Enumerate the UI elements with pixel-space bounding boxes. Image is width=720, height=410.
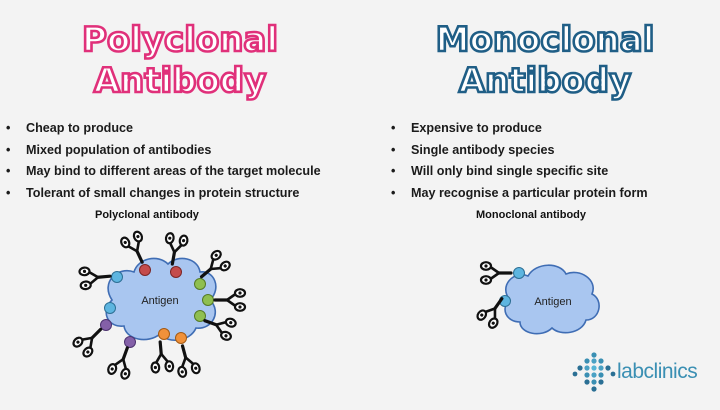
labclinics-logo: labclinics <box>572 352 712 394</box>
epitope-marker <box>139 264 151 276</box>
polyclonal-title-line1: Polyclonal <box>81 19 280 62</box>
monoclonal-antigen-label: Antigen <box>534 296 571 308</box>
polyclonal-caption: Polyclonal antibody <box>95 209 199 221</box>
epitope-marker <box>202 294 214 306</box>
list-item: May recognise a particular protein form <box>385 183 648 205</box>
list-item: May bind to different areas of the targe… <box>0 161 321 183</box>
epitope-marker <box>158 328 170 340</box>
epitope-marker <box>104 302 116 314</box>
antibody-icon <box>213 287 247 313</box>
epitope-marker <box>194 310 206 322</box>
polyclonal-title-line2: Antibody <box>92 60 267 103</box>
polyclonal-antigen: Antigen <box>105 257 217 341</box>
epitope-marker <box>175 332 187 344</box>
antibody-icon <box>77 263 113 292</box>
epitope-marker <box>170 266 182 278</box>
epitope-marker <box>111 271 123 283</box>
labclinics-logo-text: labclinics <box>617 360 698 383</box>
list-item: Cheap to produce <box>0 118 321 140</box>
list-item: Single antibody species <box>385 140 648 162</box>
antibody-icon <box>170 341 203 380</box>
labclinics-dots-icon <box>572 352 616 392</box>
monoclonal-title-line1: Monoclonal <box>434 19 655 62</box>
antibody-icon <box>147 339 176 375</box>
monoclonal-title-line2: Antibody <box>457 60 632 103</box>
epitope-marker <box>513 267 525 279</box>
epitope-marker <box>194 278 206 290</box>
monoclonal-antigen-cloud <box>504 264 600 335</box>
list-item: Expensive to produce <box>385 118 648 140</box>
polyclonal-title: Polyclonal Antibody <box>30 19 330 103</box>
list-item: Tolerant of small changes in protein str… <box>0 183 321 205</box>
polyclonal-points-list: Cheap to produce Mixed population of ant… <box>0 118 321 204</box>
epitope-marker <box>100 319 112 331</box>
list-item: Will only bind single specific site <box>385 161 648 183</box>
polyclonal-antigen-label: Antigen <box>141 295 178 307</box>
monoclonal-points-list: Expensive to produce Single antibody spe… <box>385 118 648 204</box>
polyclonal-epitopes <box>100 264 214 348</box>
monoclonal-title: Monoclonal Antibody <box>385 19 705 103</box>
list-item: Mixed population of antibodies <box>0 140 321 162</box>
monoclonal-caption: Monoclonal antibody <box>476 209 586 221</box>
antibody-icon <box>479 260 513 286</box>
monoclonal-antigen: Antigen <box>504 264 600 335</box>
epitope-marker <box>124 336 136 348</box>
antibody-icon <box>105 342 140 382</box>
